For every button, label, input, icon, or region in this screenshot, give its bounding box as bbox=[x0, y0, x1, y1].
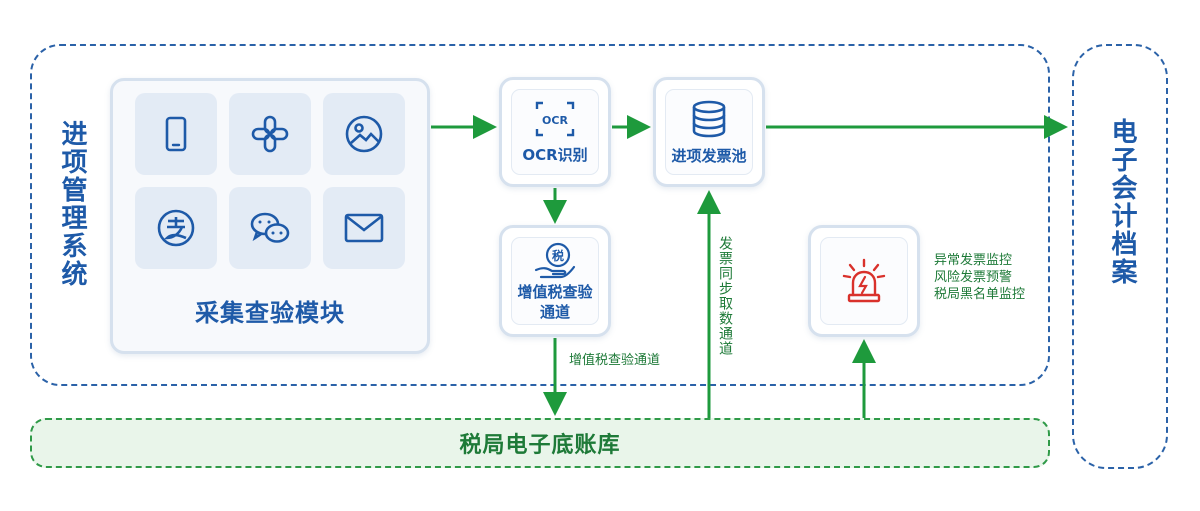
management-system-frame bbox=[30, 44, 1050, 386]
monitor-list: 异常发票监控 风险发票预警 税局黑名单监控 bbox=[934, 252, 1025, 303]
monitor-item: 风险发票预警 bbox=[934, 270, 1013, 285]
invoice-pool-label: 进项发票池 bbox=[671, 147, 747, 165]
invoice-pool-node: 进项发票池 bbox=[653, 77, 765, 187]
tax-ledger-label: 税局电子底账库 bbox=[459, 433, 621, 458]
alert-node bbox=[808, 225, 920, 337]
mobile-phone-icon bbox=[135, 93, 217, 175]
wechat-icon bbox=[229, 187, 311, 269]
ocr-icon-text: OCR bbox=[542, 114, 568, 127]
vat-check-label-line2: 通道 bbox=[539, 303, 570, 321]
alarm-siren-icon bbox=[842, 258, 886, 303]
monitor-item: 税局黑名单监控 bbox=[934, 287, 1026, 302]
ocr-label: OCR识别 bbox=[522, 146, 588, 164]
monitor-item: 异常发票监控 bbox=[934, 253, 1013, 268]
collect-module-title: 采集查验模块 bbox=[195, 299, 345, 327]
pinwheel-icon bbox=[229, 93, 311, 175]
vat-check-label-line1: 增值税查验 bbox=[517, 283, 593, 301]
tax-hand-icon: 税 bbox=[534, 242, 576, 279]
database-icon bbox=[692, 100, 726, 138]
alipay-icon bbox=[135, 187, 217, 269]
collect-verify-module: 采集查验模块 bbox=[110, 78, 430, 354]
mail-icon bbox=[323, 187, 405, 269]
ocr-node: OCR OCR识别 bbox=[499, 77, 611, 187]
image-icon bbox=[323, 93, 405, 175]
tax-icon-text: 税 bbox=[552, 248, 564, 263]
vat-check-channel-label: 增值税查验通道 bbox=[569, 353, 661, 368]
vat-check-node: 税 增值税查验 通道 bbox=[499, 225, 611, 337]
archive-frame bbox=[1072, 44, 1168, 469]
archive-label: 电子会计档案 bbox=[1107, 118, 1137, 286]
tax-ledger-frame: 税局电子底账库 bbox=[30, 418, 1050, 468]
invoice-sync-channel-label: 发票同步取数通道 bbox=[717, 236, 733, 356]
management-system-label: 进项管理系统 bbox=[57, 120, 87, 288]
ocr-scan-icon: OCR bbox=[535, 101, 575, 137]
